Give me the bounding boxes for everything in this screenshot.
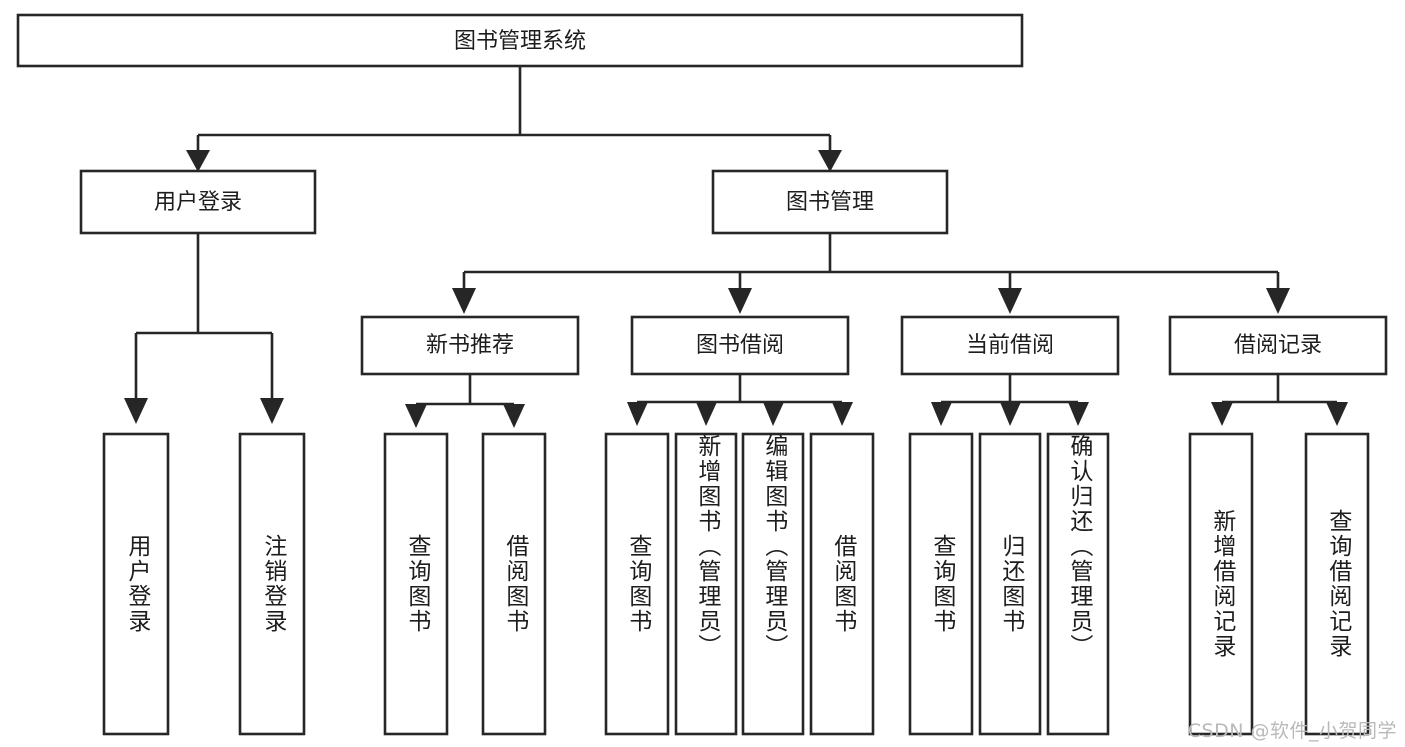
node-leaf-query-book-b-box[interactable] [604, 432, 670, 736]
node-current-borrow-label: 当前借阅 [966, 333, 1054, 358]
arrowhead-icon [832, 402, 853, 426]
node-book-manage[interactable]: 图书管理 [711, 169, 949, 235]
node-book-borrow[interactable]: 图书借阅 [630, 315, 850, 376]
node-user-login-box[interactable] [79, 169, 317, 235]
arrowhead-icon [503, 404, 525, 428]
arrowhead-icon [696, 402, 717, 426]
node-leaf-user-login-box[interactable] [102, 432, 170, 736]
node-leaf-query-book-a-box[interactable] [383, 432, 449, 736]
arrowhead-icon [818, 150, 842, 172]
arrowhead-icon [1266, 288, 1290, 314]
leaf-boxes-group [102, 432, 1370, 736]
arrowheads-group [124, 150, 1348, 428]
arrowhead-icon [405, 404, 427, 428]
node-leaf-confirm-return-box[interactable] [1046, 432, 1110, 736]
node-new-book-rec[interactable]: 新书推荐 [360, 315, 580, 376]
node-book-borrow-box[interactable] [630, 315, 850, 376]
node-root-box[interactable] [16, 13, 1024, 68]
node-leaf-edit-book-box[interactable] [741, 432, 805, 736]
arrowhead-icon [1000, 402, 1021, 426]
node-user-login[interactable]: 用户登录 [79, 169, 317, 235]
node-new-book-rec-label: 新书推荐 [426, 333, 514, 358]
node-book-manage-label: 图书管理 [786, 190, 874, 215]
node-current-borrow-box[interactable] [900, 315, 1120, 376]
arrowhead-icon [998, 288, 1022, 314]
node-borrow-record[interactable]: 借阅记录 [1168, 315, 1388, 376]
node-root-label: 图书管理系统 [454, 29, 586, 54]
node-borrow-record-box[interactable] [1168, 315, 1388, 376]
arrowhead-icon [1326, 402, 1348, 426]
arrowhead-icon [728, 288, 752, 314]
arrowhead-icon [186, 150, 210, 172]
arrowhead-icon [627, 402, 648, 426]
node-borrow-record-label: 借阅记录 [1234, 333, 1322, 358]
node-leaf-borrow-book-b-box[interactable] [809, 432, 875, 736]
arrowhead-icon [763, 402, 784, 426]
arrowhead-icon [260, 398, 284, 424]
arrowhead-icon [1068, 402, 1089, 426]
node-book-borrow-label: 图书借阅 [696, 333, 784, 358]
node-user-login-label: 用户登录 [154, 190, 242, 215]
node-leaf-borrow-book-a-box[interactable] [481, 432, 547, 736]
node-new-book-rec-box[interactable] [360, 315, 580, 376]
node-leaf-query-book-c-box[interactable] [908, 432, 974, 736]
arrowhead-icon [124, 398, 148, 424]
node-current-borrow[interactable]: 当前借阅 [900, 315, 1120, 376]
arrowhead-icon [452, 288, 476, 314]
arrowhead-icon [1211, 402, 1233, 426]
node-leaf-return-book-box[interactable] [978, 432, 1042, 736]
node-leaf-query-record-box[interactable] [1304, 432, 1370, 736]
watermark-label: CSDN @软件_小贺同学 [1187, 720, 1397, 742]
node-leaf-add-book-box[interactable] [674, 432, 738, 736]
node-book-manage-box[interactable] [711, 169, 949, 235]
node-leaf-logout-box[interactable] [238, 432, 306, 736]
node-leaf-add-record-box[interactable] [1188, 432, 1254, 736]
arrowhead-icon [931, 402, 952, 426]
node-root[interactable]: 图书管理系统 [16, 13, 1024, 68]
